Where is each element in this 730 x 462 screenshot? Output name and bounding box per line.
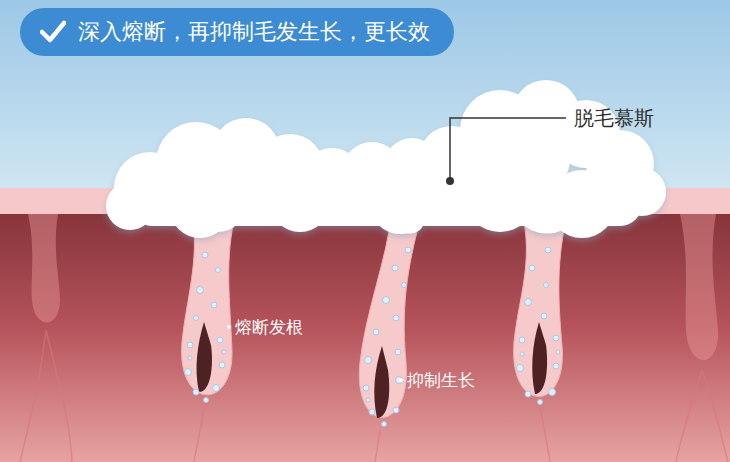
check-icon	[40, 19, 66, 45]
title-banner: 深入熔断，再抑制毛发生长，更长效	[20, 8, 454, 56]
title-text: 深入熔断，再抑制毛发生长，更长效	[78, 17, 430, 47]
part-label: 抑制生长	[407, 369, 475, 392]
part-label: 熔断发根	[235, 316, 303, 339]
part-label: 脱毛慕斯	[574, 105, 654, 132]
